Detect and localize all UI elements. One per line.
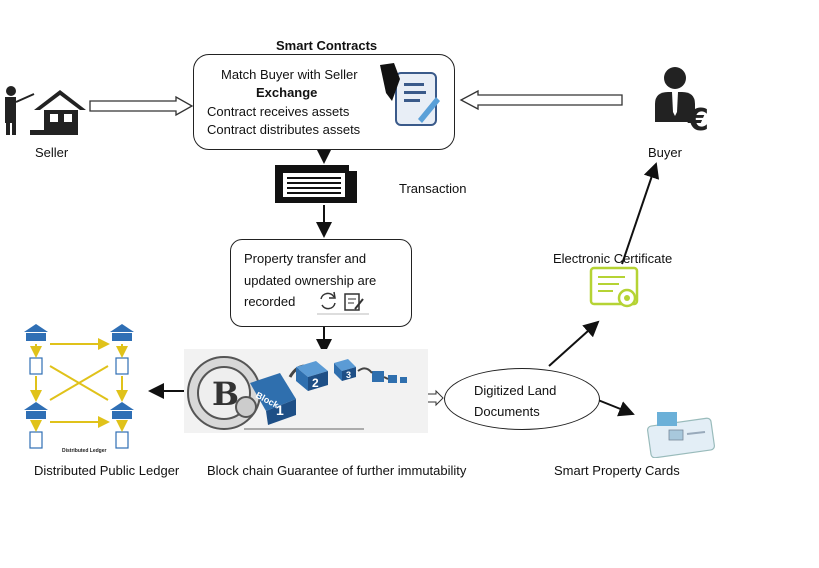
block-3-number: 3 — [346, 370, 351, 380]
block-1-cube — [250, 373, 296, 425]
smart-property-cards-label: Smart Property Cards — [554, 463, 680, 478]
distributed-ledger-network: Distributed Ledger — [24, 324, 134, 454]
seller-label: Seller — [35, 145, 69, 160]
blockchain-label: Block chain Guarantee of further immutab… — [207, 463, 467, 478]
buyer-person-icon: € — [655, 67, 709, 134]
electronic-certificate-label: Electronic Certificate — [553, 251, 673, 266]
sc-line-distributes: Contract distributes assets — [207, 122, 361, 137]
block-2-cube — [296, 361, 328, 391]
docs-line2: Documents — [474, 404, 540, 419]
blockchain-to-documents-arrow — [425, 389, 444, 407]
blockchain-illustration: B Block 1 2 3 — [184, 349, 428, 433]
svg-text:€: € — [687, 103, 709, 134]
documents-to-certificate-arrow — [548, 320, 600, 367]
seller-to-contract-arrow — [89, 95, 194, 117]
contract-sign-icon — [380, 63, 440, 126]
pt-line3: recorded — [244, 294, 296, 309]
sc-line-receives: Contract receives assets — [207, 104, 350, 119]
block-2-number: 2 — [312, 376, 319, 390]
ledger-connections — [30, 338, 128, 432]
buyer-label: Buyer — [648, 145, 682, 160]
certificate-to-buyer-arrow — [621, 162, 660, 265]
smart-contracts-title: Smart Contracts — [276, 38, 378, 53]
digitized-documents-ellipse: Digitized Land Documents — [444, 368, 600, 430]
ledger-node-bank-icons — [24, 324, 134, 419]
distributed-ledger-label: Distributed Public Ledger — [34, 463, 180, 478]
block-1-number: 1 — [276, 402, 284, 418]
bitcoin-letter: B — [212, 375, 239, 413]
sc-line-match: Match Buyer with Seller — [221, 67, 358, 82]
certificate-icon — [589, 266, 639, 308]
pt-line1: Property transfer and — [244, 251, 367, 266]
block-3-cube — [334, 359, 356, 381]
seller-house-icon — [5, 86, 86, 135]
smart-card-icon — [647, 412, 715, 458]
bitcoin-gear-icon — [187, 356, 261, 430]
ledger-node-doc-icons — [29, 357, 129, 449]
small-blocks — [357, 367, 407, 383]
transaction-label: Transaction — [399, 181, 467, 196]
transaction-document-icon — [275, 165, 357, 203]
ledger-mini-label: Distributed Ledger — [62, 448, 107, 454]
docs-line1: Digitized Land — [474, 383, 557, 398]
sc-line-exchange: Exchange — [256, 85, 318, 100]
smart-contracts-box: Match Buyer with Seller Exchange Contrac… — [193, 54, 455, 150]
buyer-to-contract-arrow — [459, 89, 623, 111]
property-transfer-box: Property transfer and updated ownership … — [230, 239, 412, 327]
pt-line2: updated ownership are — [244, 273, 377, 288]
record-update-icon — [317, 291, 369, 315]
documents-to-cards-arrow — [597, 399, 635, 417]
